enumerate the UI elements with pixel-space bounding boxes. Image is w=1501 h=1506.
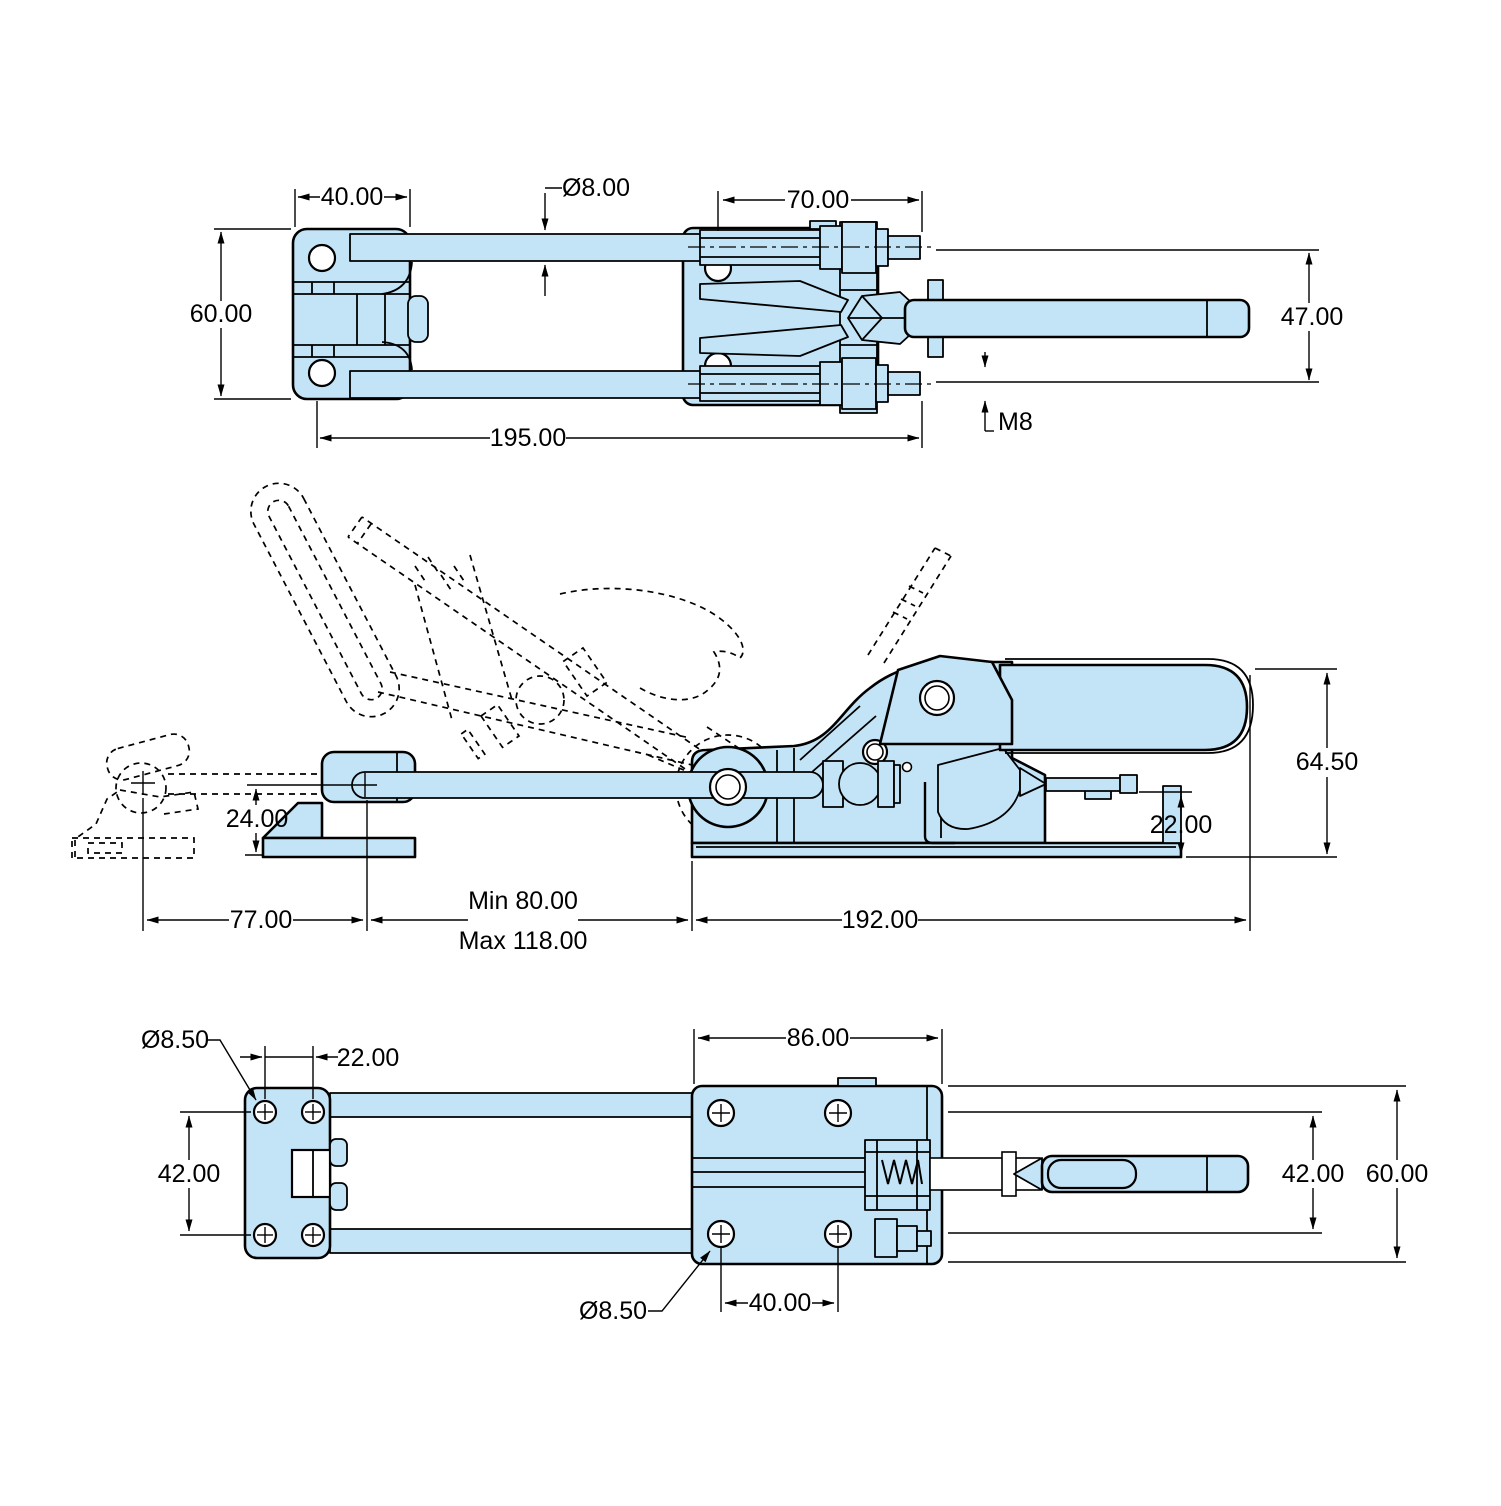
top-view-handle xyxy=(903,298,1251,339)
handle-grip-outline xyxy=(1046,1158,1138,1190)
dim-top-rod-diameter: Ø8.00 xyxy=(562,174,630,202)
side-view: 64.50 24.00 22.00 77.00 Min 80.00 Max 11… xyxy=(71,482,1359,955)
fork-arm-lower xyxy=(699,324,849,357)
dim-top-width-40: 40.00 xyxy=(321,183,384,211)
center-mark-hook xyxy=(131,771,155,795)
dim-side-length-192: 192.00 xyxy=(842,906,918,934)
dim-top-height-47: 47.00 xyxy=(1281,303,1344,331)
u-bolt-rod-top xyxy=(349,233,703,262)
dim-bottom-height-42-right: 42.00 xyxy=(1282,1160,1345,1188)
spindle-rod xyxy=(1045,777,1123,792)
u-bolt-bend xyxy=(381,261,413,295)
dim-bottom-height-42-left: 42.00 xyxy=(158,1160,221,1188)
dim-top-width-70: 70.00 xyxy=(787,186,850,214)
rail-top xyxy=(329,1092,693,1118)
dim-side-height-64-5: 64.50 xyxy=(1296,748,1359,776)
dim-bottom-hole-dia-top: Ø8.50 xyxy=(141,1026,209,1054)
dim-bottom-width-40: 40.00 xyxy=(749,1289,812,1317)
hinge-knuckle xyxy=(329,1138,348,1167)
rear-flange xyxy=(1162,785,1182,844)
dim-side-width-77: 77.00 xyxy=(230,906,293,934)
ball-joint xyxy=(838,762,882,806)
phantom-open-position xyxy=(71,482,952,859)
plate-tab xyxy=(837,1077,877,1087)
dim-bottom-height-60: 60.00 xyxy=(1366,1160,1429,1188)
base-plate xyxy=(690,841,1183,859)
bottom-view: Ø8.50 22.00 42.00 86.00 42.00 60.00 Ø8.5… xyxy=(141,1024,1428,1325)
bracket-hole xyxy=(307,358,337,388)
rail-bottom xyxy=(329,1228,693,1254)
dim-side-height-24: 24.00 xyxy=(226,805,289,833)
dim-top-length-195: 195.00 xyxy=(490,424,566,452)
dim-top-height-60: 60.00 xyxy=(190,300,253,328)
dim-side-height-22: 22.00 xyxy=(1150,811,1213,839)
dim-bottom-hole-dia-bottom: Ø8.50 xyxy=(579,1297,647,1325)
spindle-cone xyxy=(1019,767,1047,797)
dim-side-min-80: Min 80.00 xyxy=(468,887,578,915)
u-bolt-rod-bottom xyxy=(349,370,703,399)
phantom-handle-loop xyxy=(249,482,401,718)
hinge-knuckle xyxy=(329,1182,348,1211)
dim-bottom-width-22: 22.00 xyxy=(337,1044,400,1072)
handle-outline xyxy=(1005,658,1254,754)
latch-bracket-base xyxy=(261,836,417,859)
side-view-handle xyxy=(998,663,1249,752)
u-bolt-bend xyxy=(381,341,413,371)
stud-bolt xyxy=(874,1218,898,1258)
spindle-end xyxy=(1119,774,1138,794)
u-bolt-side xyxy=(351,771,824,799)
phantom-ball-nut xyxy=(515,675,565,725)
phantom-jaw xyxy=(559,587,744,701)
plate-holes xyxy=(706,1098,853,1249)
dim-side-max-118: Max 118.00 xyxy=(459,927,588,955)
spring-coil xyxy=(881,1159,923,1185)
bottom-view-handle xyxy=(1040,1154,1250,1194)
adjust-nut xyxy=(877,760,895,808)
dim-top-thread-m8: M8 xyxy=(998,408,1033,436)
bracket-holes xyxy=(252,1099,326,1248)
center-mark-latch xyxy=(353,773,377,797)
hinge-knuckle xyxy=(407,295,429,343)
fork-arm-upper xyxy=(699,280,849,313)
phantom-hook-end xyxy=(105,733,191,781)
bracket-hole xyxy=(307,243,337,273)
dim-bottom-width-86: 86.00 xyxy=(787,1024,850,1052)
top-view: 40.00 Ø8.00 70.00 60.00 47.00 195.00 M8 xyxy=(190,174,1344,452)
bracket-notch xyxy=(290,1148,332,1199)
